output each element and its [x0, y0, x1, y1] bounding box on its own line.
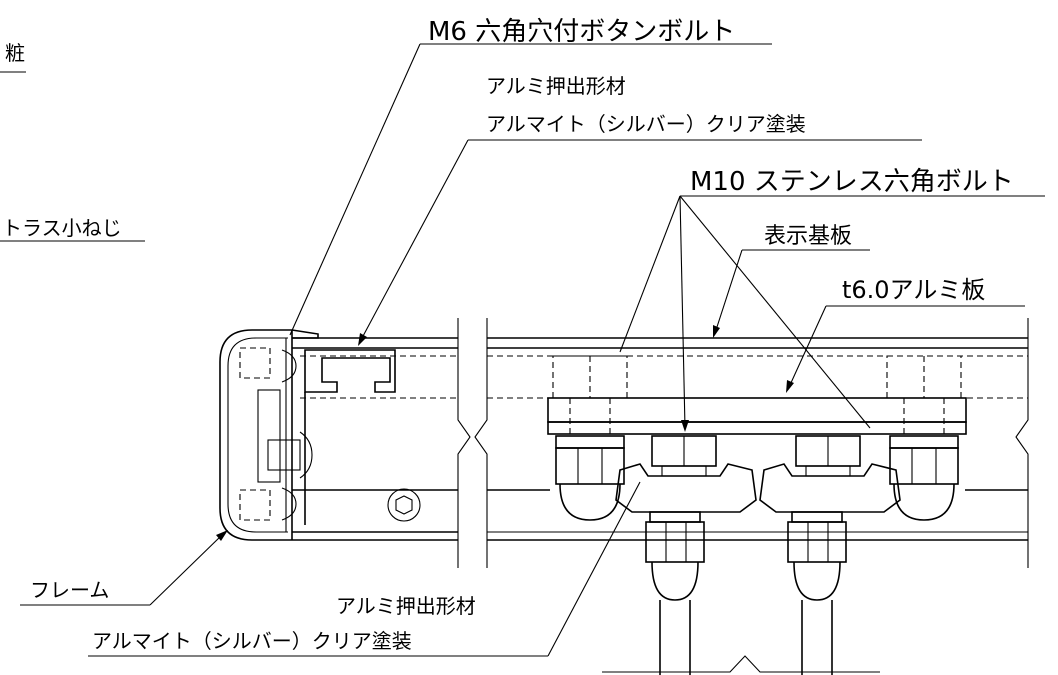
leader-lines	[149, 43, 871, 657]
label-aluminum-extrusion-bottom: アルミ押出形材	[336, 594, 476, 618]
clamp-left	[615, 435, 757, 513]
label-truss-screw-partial: トラス小ねじ	[2, 216, 122, 240]
label-aluminum-extrusion-top: アルミ押出形材	[486, 74, 626, 98]
support-bolt-left	[645, 511, 705, 675]
label-aluminum-plate: t6.0アルミ板	[842, 276, 985, 304]
label-top-left-partial: 粧	[5, 41, 25, 65]
cap-nut-left	[555, 435, 625, 521]
plate-assembly	[547, 355, 967, 436]
label-display-board: 表示基板	[764, 224, 852, 249]
support-bolt-right	[787, 511, 847, 675]
label-alumite-coating-bottom: アルマイト（シルバー）クリア塗装	[92, 629, 412, 653]
label-frame: フレーム	[30, 578, 109, 602]
left-rail	[292, 337, 458, 541]
label-m6-bolt: M6 六角穴付ボタンボルト	[428, 17, 735, 47]
cap-nut-right	[889, 435, 959, 521]
clamp-right	[759, 435, 901, 513]
frame-end-cap	[219, 329, 319, 541]
bottom-break	[602, 655, 880, 673]
break-lines	[457, 318, 1029, 568]
label-m10-bolt: M10 ステンレス六角ボルト	[690, 167, 1014, 197]
label-alumite-coating-top: アルマイト（シルバー）クリア塗装	[486, 112, 806, 136]
